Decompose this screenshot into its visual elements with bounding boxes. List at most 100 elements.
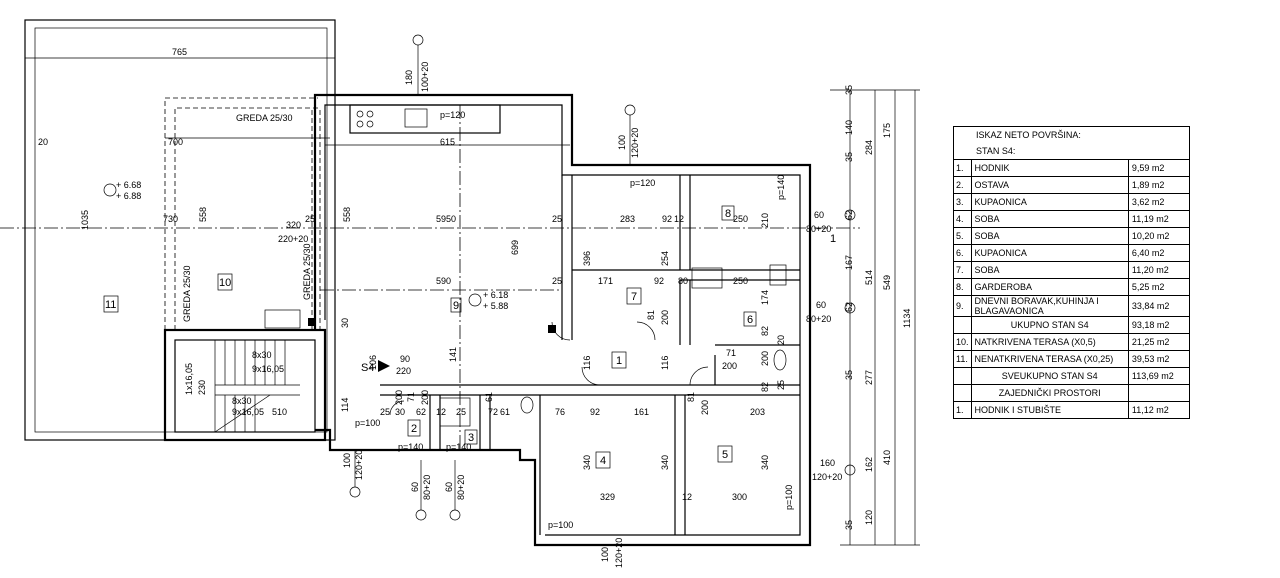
dim-text: 25 [552,214,562,224]
dim-text: 590 [436,276,451,286]
dim-text: 116 [582,356,592,370]
dim-text: p=120 [440,110,465,120]
washbasin-icon [773,349,787,371]
dim-text: 61 [484,392,494,402]
dim-text: 114 [340,398,350,412]
dim-text: 220 [396,366,411,376]
dim-text: 92 [654,276,664,286]
section-marker-icon [844,302,856,314]
dim-text: 100 [342,453,352,468]
dim-text: 62 [844,302,854,312]
dim-text: 120+20 [812,472,842,482]
dim-text: 174 [760,290,770,305]
room-numbers: 1 2 3 4 5 6 7 8 9 10 11 [105,208,753,467]
dim-text: 340 [582,455,592,470]
greda-dashed-line [164,97,318,330]
dim-text: 549 [882,275,892,290]
dim-text: 72 [488,407,498,417]
table-title: ISKAZ NETO POVRŠINA: [953,126,1190,143]
dim-text: 699 [510,240,520,255]
greda-label: GREDA 25/30 [236,113,293,123]
room-tag-boxes [103,205,757,469]
room-number: 11 [105,299,116,311]
dim-text: 100 [600,547,610,562]
dim-text: 9x16,05 [232,407,264,417]
dim-text: 35 [844,520,854,530]
dim-text: 175 [882,123,892,138]
level-label: + 6.18 [483,290,508,300]
dim-text: 220+20 [278,234,308,244]
dim-text: 161 [634,407,649,417]
apartment-label: S4 [361,362,374,374]
room-number: 1 [616,355,622,367]
dim-text: 90 [400,354,410,364]
dim-text: 60 [814,210,824,220]
dim-text: 141 [448,347,458,362]
stove-burner-icon [366,120,374,128]
table-section-row: ZAJEDNIČKI PROSTORI [953,384,1191,402]
level-marker-icon [103,183,117,197]
dim-text: 60 [444,482,454,492]
dim-text: 120 [864,510,874,525]
section-marker-icon [844,209,856,221]
dim-text: 210 [760,213,770,228]
dim-text: 100+20 [420,62,430,92]
dim-text: 180 [404,70,414,85]
dim-text: 730 [163,214,178,224]
section-marker-icon [624,104,636,116]
dim-text: 200 [420,390,430,405]
dim-text: 106 [368,355,378,370]
bench-icon [264,309,301,329]
stove-burner-icon [366,110,374,118]
bathtub-icon [691,267,723,289]
dim-text: 25 [552,276,562,286]
column-icon [308,318,316,326]
dim-text: 250 [733,276,748,286]
dim-text: p=100 [784,485,794,510]
toilet-icon [769,264,787,286]
dim-text: 71 [726,348,736,358]
dim-text: 35 [844,370,854,380]
dim-text: 700 [168,137,183,147]
room-number: 10 [219,277,231,289]
dim-text: 30 [340,318,350,328]
room-number: 4 [600,455,606,467]
dim-text: p=120 [630,178,655,188]
dim-text: 284 [864,140,874,155]
dim-text: 120+20 [630,128,640,158]
dim-text: p=100 [548,520,573,530]
dim-text: 340 [760,455,770,470]
dim-text: 120+20 [614,538,624,568]
dim-text: 162 [864,457,874,472]
interior-walls [380,175,800,535]
stove-burner-icon [356,120,364,128]
dim-text: 5950 [436,214,456,224]
dim-text: 80 [678,276,688,286]
dim-text: 12 [436,407,446,417]
dim-text: 200 [700,400,710,415]
dim-text: 1x16,05 [184,363,194,395]
dim-text: 80+20 [422,475,432,500]
table-subtitle: STAN S4: [953,143,1190,160]
dim-text: 12 [674,214,684,224]
entry-arrow-icon [378,360,390,372]
dim-text: 100 [617,135,627,150]
dim-text: 329 [600,492,615,502]
dim-text: 510 [272,407,287,417]
dim-text: 82 [760,382,770,392]
kitchen-counter [349,104,501,134]
right-dimension-lines [830,89,920,546]
dim-text: p=140 [446,442,471,452]
dim-text: 62 [844,210,854,220]
section-label: 1 [830,233,836,245]
room-number: 3 [468,432,474,444]
dim-text: 81 [686,392,696,402]
